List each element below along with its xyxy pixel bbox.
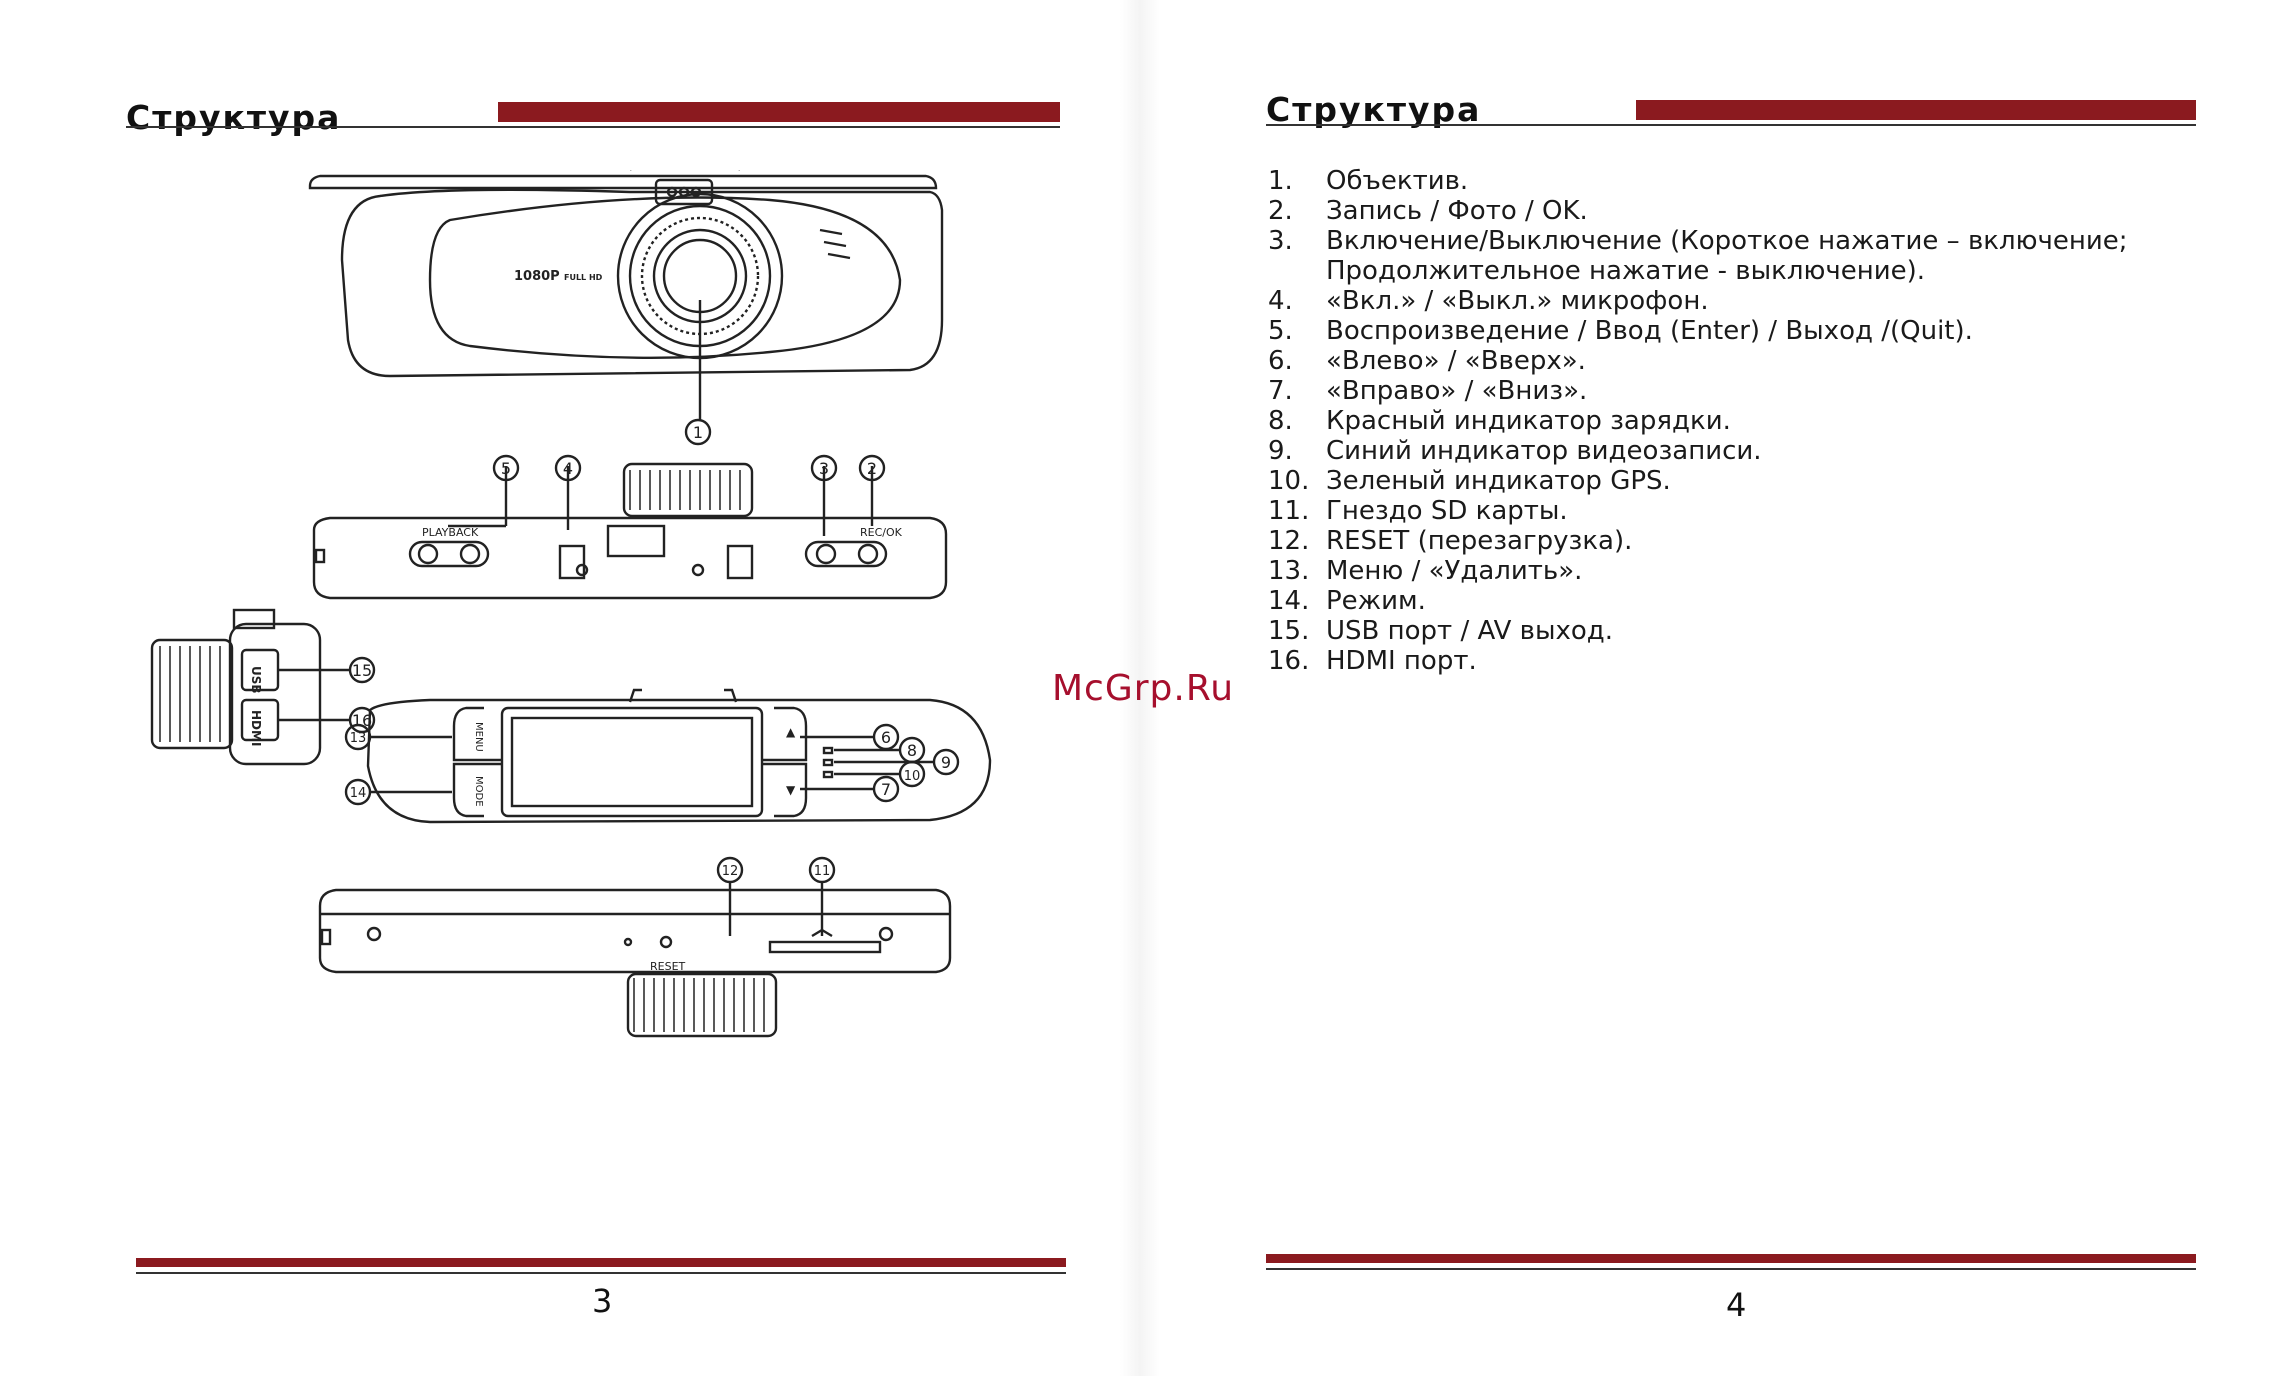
- menu-label: MENU: [473, 722, 484, 752]
- callout-4: 4: [563, 459, 573, 478]
- list-item: 6.«Влево» / «Вверх».: [1268, 346, 1586, 376]
- back-view: MENU MODE ▲ ▼ 6 8 9 10 7 13 14: [344, 688, 992, 824]
- page-heading: Структура: [1266, 90, 1482, 129]
- parts-list: 1.Объектив. 2.Запись / Фото / OK. 3.Вклю…: [1268, 166, 2127, 676]
- left-page: Структура 1080P FULL HD 1: [126, 98, 1066, 1320]
- callout-9: 9: [941, 753, 951, 772]
- side-view: USB HDMI 15 16: [150, 608, 376, 766]
- callout-3: 3: [819, 459, 829, 478]
- callout-15: 15: [352, 661, 372, 680]
- heading-rule: [126, 126, 1060, 128]
- list-item: 3.Включение/Выключение (Короткое нажатие…: [1268, 226, 2128, 286]
- callout-13: 13: [350, 731, 367, 746]
- list-item: 7.«Вправо» / «Вниз».: [1268, 376, 1588, 406]
- list-item: 2.Запись / Фото / OK.: [1268, 196, 1588, 226]
- page-fold: [1120, 0, 1160, 1376]
- playback-label: PLAYBACK: [422, 526, 479, 539]
- watermark-text: McGrp.Ru: [1052, 668, 1235, 709]
- front-badge-small-label: FULL HD: [564, 273, 603, 282]
- list-item: 15.USB порт / AV выход.: [1268, 616, 1614, 646]
- dashcam-diagram: 1080P FULL HD 1 PLAYBACK REC/OK: [150, 170, 992, 1038]
- list-item: 8.Красный индикатор зарядки.: [1268, 406, 1731, 436]
- mode-label: MODE: [473, 776, 484, 807]
- callout-12: 12: [722, 864, 739, 879]
- rec-ok-label: REC/OK: [860, 526, 903, 539]
- list-item: 10.Зеленый индикатор GPS.: [1268, 466, 1671, 496]
- page-number: 3: [592, 1282, 613, 1320]
- list-item: 12.RESET (перезагрузка).: [1268, 526, 1633, 556]
- list-item: 16.HDMI порт.: [1268, 646, 1477, 676]
- page-number: 4: [1726, 1286, 1747, 1324]
- front-view: 1080P FULL HD 1: [308, 170, 944, 446]
- heading-accent-bar: [1636, 100, 2196, 120]
- footer-accent-bar: [136, 1258, 1066, 1267]
- footer-rule: [1266, 1268, 2196, 1270]
- heading-rule: [1266, 124, 2196, 126]
- list-item: 4.«Вкл.» / «Выкл.» микрофон.: [1268, 286, 1709, 316]
- right-page: Структура 1.Объектив. 2.Запись / Фото / …: [1146, 0, 2292, 1376]
- svg-text:▼: ▼: [786, 783, 796, 797]
- footer-accent-bar: [1266, 1254, 2196, 1263]
- page-heading: Структура: [126, 98, 342, 137]
- list-item: 13.Меню / «Удалить».: [1268, 556, 1583, 586]
- list-item: 11.Гнездо SD карты.: [1268, 496, 1568, 526]
- callout-11: 11: [814, 864, 831, 879]
- bottom-view: RESET 12 11: [318, 856, 952, 1038]
- list-item: 1.Объектив.: [1268, 166, 1469, 196]
- callout-5: 5: [501, 459, 511, 478]
- callout-2: 2: [867, 459, 877, 478]
- usb-label: USB: [249, 666, 263, 694]
- callout-1: 1: [693, 423, 703, 442]
- list-item: 14.Режим.: [1268, 586, 1426, 616]
- callout-8: 8: [907, 741, 917, 760]
- heading-accent-bar: [498, 102, 1060, 122]
- callout-14: 14: [350, 786, 367, 801]
- callout-6: 6: [881, 728, 891, 747]
- callout-10: 10: [904, 769, 921, 784]
- front-badge-label: 1080P: [514, 269, 560, 284]
- list-item: 9.Синий индикатор видеозаписи.: [1268, 436, 1762, 466]
- hdmi-label: HDMI: [249, 710, 263, 746]
- list-item: 5.Воспроизведение / Ввод (Enter) / Выход…: [1268, 316, 1973, 346]
- callout-7: 7: [881, 780, 891, 799]
- top-view: PLAYBACK REC/OK 5 4 3 2: [312, 454, 948, 600]
- reset-label: RESET: [650, 960, 686, 973]
- svg-text:▲: ▲: [786, 725, 796, 739]
- footer-rule: [136, 1272, 1066, 1274]
